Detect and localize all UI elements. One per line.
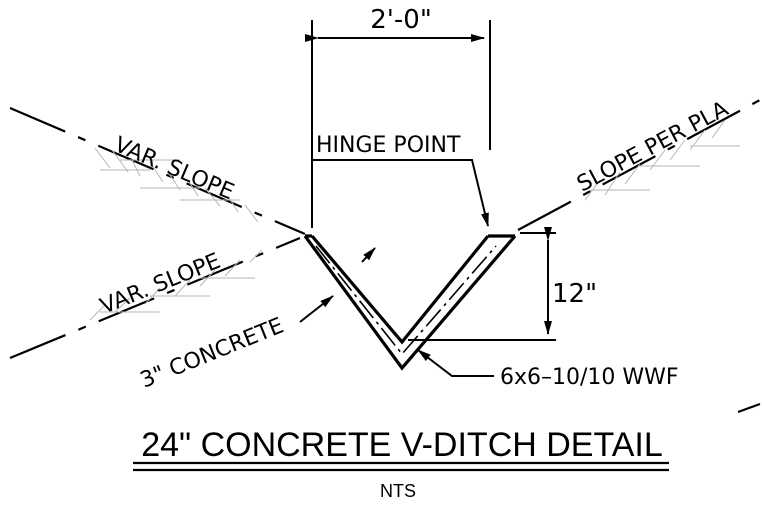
height-dimension-label: 12" (552, 279, 597, 309)
hinge-point-leader (312, 159, 489, 227)
ditch-inner-outline (310, 234, 490, 345)
width-dimension-label: 2'-0" (370, 5, 432, 35)
wire-fabric-leader (417, 349, 494, 377)
detail-title: 24" CONCRETE V-DITCH DETAIL (141, 426, 663, 464)
width-dimension (305, 20, 491, 228)
upper-left-slope-label: VAR. SLOPE (111, 133, 238, 206)
wire-fabric-line (315, 245, 497, 356)
concrete-v-ditch (303, 234, 517, 371)
ditch-outer-outline (303, 234, 517, 371)
concrete-thickness-tick (361, 247, 376, 263)
right-lower-tick (737, 402, 761, 414)
height-dimension (408, 227, 556, 341)
earth-hatching (89, 119, 740, 321)
concrete-leader (299, 295, 334, 323)
wire-fabric-label: 6x6–10/10 WWF (500, 365, 679, 390)
lower-left-ground-line (9, 236, 301, 360)
concrete-thickness-label: 3" CONCRETE (137, 313, 287, 393)
right-slope-label: SLOPE PER PLA (573, 97, 733, 198)
scale-label: NTS (380, 481, 416, 501)
hinge-point-label: HINGE POINT (316, 133, 461, 158)
lower-left-slope-label: VAR. SLOPE (97, 249, 224, 320)
upper-left-ground-line (9, 106, 306, 236)
